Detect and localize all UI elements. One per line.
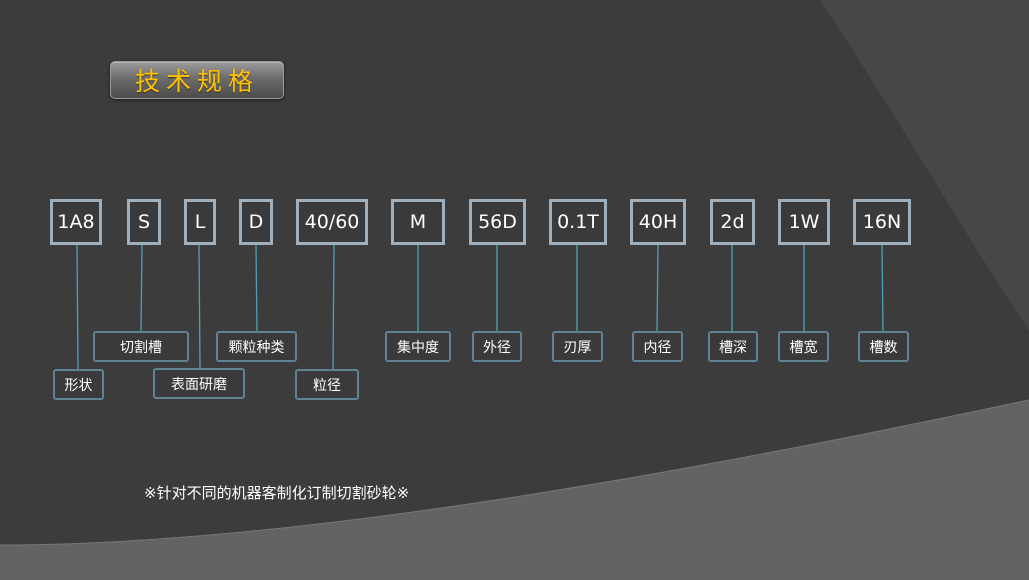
label-groove: 切割槽 — [93, 331, 189, 362]
code-box-grit: 40/60 — [296, 199, 368, 245]
label-grain-type: 颗粒种类 — [216, 331, 297, 362]
connector-line — [76, 244, 79, 370]
connector-line — [656, 244, 659, 332]
label-surface: 表面研磨 — [153, 368, 245, 399]
connector-line — [140, 244, 143, 332]
code-box-grain-type: D — [239, 199, 273, 245]
code-box-thickness: 0.1T — [549, 199, 607, 245]
label-concentration: 集中度 — [385, 331, 451, 362]
title-button: 技术规格 — [110, 61, 284, 99]
connector-line — [332, 244, 335, 370]
label-groove-depth: 槽深 — [708, 331, 758, 362]
connector-line — [255, 244, 258, 332]
code-box-concentration: M — [391, 199, 445, 245]
label-inner-diameter: 内径 — [632, 331, 683, 362]
label-outer-diameter: 外径 — [472, 331, 522, 362]
label-groove-width: 槽宽 — [778, 331, 829, 362]
code-box-inner-diameter: 40H — [630, 199, 686, 245]
connector-line — [198, 244, 201, 369]
code-box-shape: 1A8 — [50, 199, 102, 245]
code-box-groove-width: 1W — [778, 199, 830, 245]
code-box-groove: S — [127, 199, 161, 245]
label-grit: 粒径 — [295, 369, 359, 400]
code-box-groove-depth: 2d — [710, 199, 755, 245]
footnote: ※针对不同的机器客制化订制切割砂轮※ — [144, 484, 410, 502]
connector-line — [881, 244, 884, 332]
code-box-surface: L — [184, 199, 216, 245]
label-thickness: 刃厚 — [552, 331, 603, 362]
code-box-outer-diameter: 56D — [469, 199, 526, 245]
code-box-groove-count: 16N — [853, 199, 911, 245]
label-groove-count: 槽数 — [858, 331, 909, 362]
label-shape: 形状 — [53, 369, 104, 400]
